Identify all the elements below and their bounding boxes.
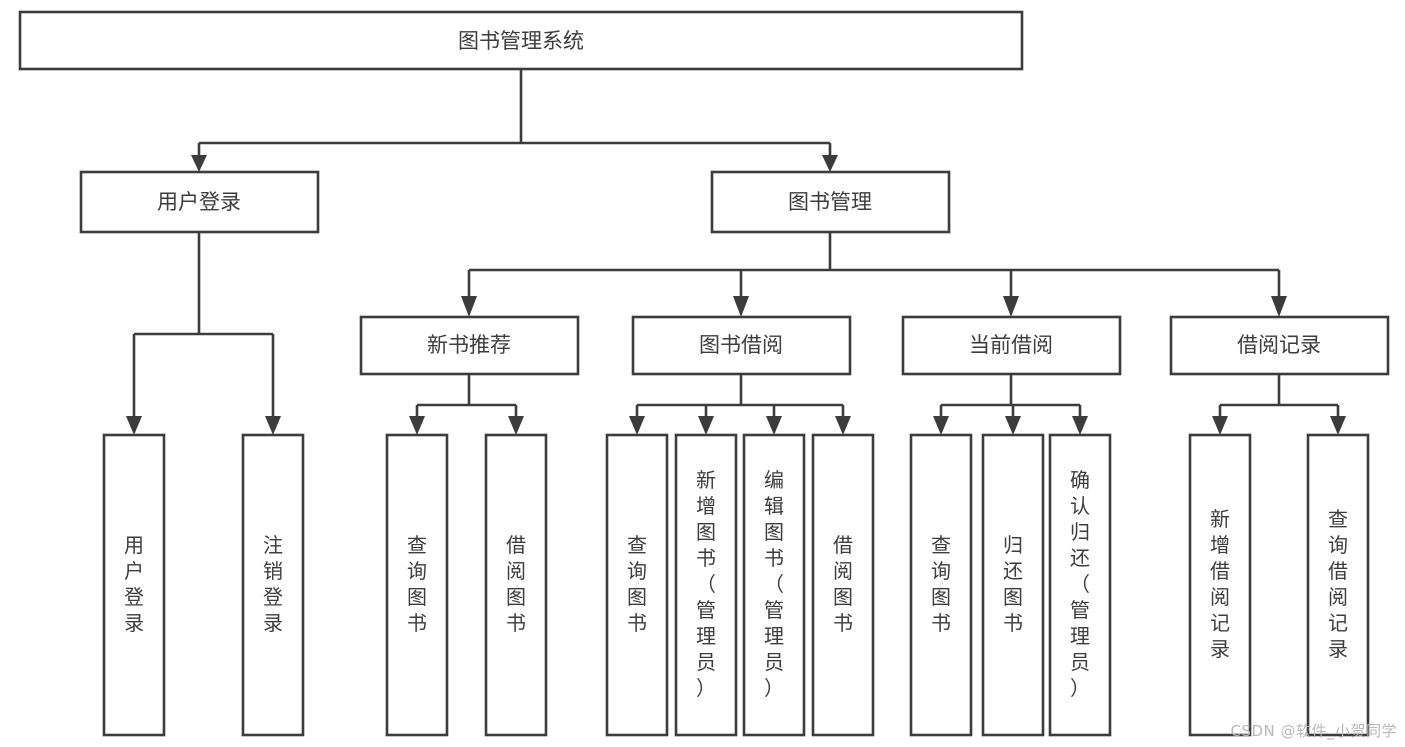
leaf-borrow-add-book[interactable]: 新增图书（管理员） — [674, 433, 738, 737]
node-borrow-record[interactable]: 借阅记录 — [1169, 315, 1390, 376]
arrow-head-icon — [409, 416, 425, 435]
leaf-borrow-search-book-box[interactable] — [605, 433, 669, 737]
arrow-head-icon — [766, 416, 782, 435]
node-current-borrow[interactable]: 当前借阅 — [901, 315, 1122, 376]
node-current-borrow-label: 当前借阅 — [969, 333, 1053, 357]
leaf-current-confirm-return-label: 确认归还（管理员） — [1070, 468, 1090, 700]
leaf-record-search-record[interactable]: 查询借阅记录 — [1306, 433, 1370, 737]
node-borrow-record-box[interactable] — [1169, 315, 1390, 376]
leaf-borrow-edit-book-label: 编辑图书（管理员） — [764, 468, 784, 700]
node-new-book-recommend-label: 新书推荐 — [427, 333, 511, 357]
node-current-borrow-box[interactable] — [901, 315, 1122, 376]
node-user-login-box[interactable] — [79, 170, 320, 234]
leaf-record-add-record-box[interactable] — [1188, 433, 1252, 737]
arrow-head-icon — [1212, 416, 1228, 435]
leaf-user-login-box[interactable] — [102, 433, 166, 737]
leaf-borrow-add-book-label: 新增图书（管理员） — [696, 468, 716, 700]
arrow-head-icon — [1271, 296, 1287, 317]
leaf-recommend-search-book[interactable]: 查询图书 — [385, 433, 449, 737]
node-user-login[interactable]: 用户登录 — [79, 170, 320, 234]
leaf-user-logout-box[interactable] — [241, 433, 305, 737]
connector-layer — [126, 69, 1346, 435]
leaf-record-add-record-label: 新增借阅记录 — [1210, 507, 1230, 661]
arrow-head-icon — [126, 416, 142, 435]
leaf-borrow-edit-book-box[interactable] — [742, 433, 806, 737]
arrow-head-icon — [629, 416, 645, 435]
leaf-current-confirm-return[interactable]: 确认归还（管理员） — [1048, 433, 1112, 737]
arrow-head-icon — [508, 416, 524, 435]
node-user-login-label: 用户登录 — [157, 190, 241, 214]
leaf-recommend-borrow-book-box[interactable] — [484, 433, 548, 737]
leaf-borrow-search-book-label: 查询图书 — [627, 533, 647, 635]
node-root-label: 图书管理系统 — [458, 29, 584, 53]
node-book-borrow[interactable]: 图书借阅 — [631, 315, 852, 376]
arrow-head-icon — [1003, 296, 1019, 317]
node-root[interactable]: 图书管理系统 — [18, 10, 1024, 71]
arrow-head-icon — [265, 416, 281, 435]
node-book-borrow-box[interactable] — [631, 315, 852, 376]
leaf-current-return-book[interactable]: 归还图书 — [981, 433, 1045, 737]
leaf-borrow-borrow-book-box[interactable] — [811, 433, 875, 737]
leaf-borrow-borrow-book[interactable]: 借阅图书 — [811, 433, 875, 737]
node-root-box[interactable] — [18, 10, 1024, 71]
leaf-user-logout[interactable]: 注销登录 — [241, 433, 305, 737]
arrow-head-icon — [191, 155, 207, 172]
leaf-user-login[interactable]: 用户登录 — [102, 433, 166, 737]
arrow-head-icon — [835, 416, 851, 435]
arrow-head-icon — [1005, 416, 1021, 435]
node-borrow-record-label: 借阅记录 — [1237, 333, 1321, 357]
leaf-borrow-borrow-book-label: 借阅图书 — [833, 533, 853, 635]
leaf-layer: 用户登录 注销登录 查询图书 借阅图书 查询图书 新增图书（管理员） — [102, 433, 1370, 737]
leaf-user-logout-label: 注销登录 — [263, 533, 283, 635]
node-book-management-box[interactable] — [710, 170, 951, 234]
leaf-recommend-borrow-book[interactable]: 借阅图书 — [484, 433, 548, 737]
leaf-record-add-record[interactable]: 新增借阅记录 — [1188, 433, 1252, 737]
leaf-current-return-book-label: 归还图书 — [1003, 533, 1023, 635]
leaf-record-search-record-box[interactable] — [1306, 433, 1370, 737]
arrow-head-icon — [733, 296, 749, 317]
node-new-book-recommend-box[interactable] — [359, 315, 580, 376]
leaf-borrow-search-book[interactable]: 查询图书 — [605, 433, 669, 737]
leaf-user-login-label: 用户登录 — [124, 533, 144, 635]
arrow-head-icon — [822, 155, 838, 172]
leaf-current-search-book[interactable]: 查询图书 — [909, 433, 973, 737]
arrow-head-icon — [461, 296, 477, 317]
leaf-recommend-search-book-label: 查询图书 — [407, 533, 427, 635]
arrow-head-icon — [933, 416, 949, 435]
node-new-book-recommend[interactable]: 新书推荐 — [359, 315, 580, 376]
leaf-recommend-search-book-box[interactable] — [385, 433, 449, 737]
leaf-borrow-edit-book[interactable]: 编辑图书（管理员） — [742, 433, 806, 737]
leaf-recommend-borrow-book-label: 借阅图书 — [506, 533, 526, 635]
leaf-current-search-book-box[interactable] — [909, 433, 973, 737]
node-book-management-label: 图书管理 — [788, 190, 872, 214]
leaf-current-confirm-return-box[interactable] — [1048, 433, 1112, 737]
arrow-head-icon — [1072, 416, 1088, 435]
arrow-head-icon — [698, 416, 714, 435]
arrow-head-icon — [1330, 416, 1346, 435]
leaf-current-return-book-box[interactable] — [981, 433, 1045, 737]
leaf-current-search-book-label: 查询图书 — [931, 533, 951, 635]
node-book-management[interactable]: 图书管理 — [710, 170, 951, 234]
leaf-record-search-record-label: 查询借阅记录 — [1328, 507, 1348, 661]
leaf-borrow-add-book-box[interactable] — [674, 433, 738, 737]
node-book-borrow-label: 图书借阅 — [699, 333, 783, 357]
